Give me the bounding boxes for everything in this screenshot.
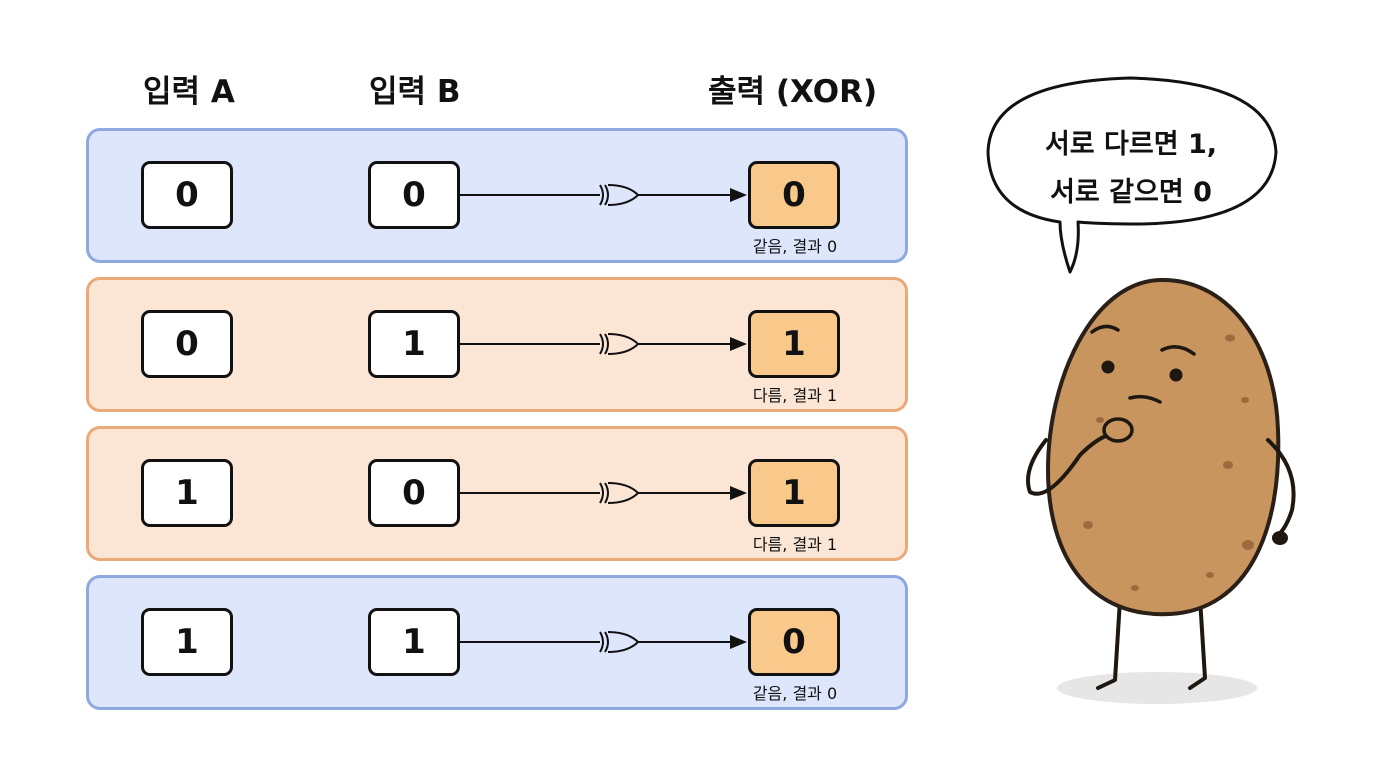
- right-eyebrow: [1160, 345, 1196, 356]
- xor-gate-icon: [460, 482, 747, 504]
- truth-row-3: 1 0 1 다름, 결과 1: [86, 426, 908, 561]
- potato-body: [1045, 277, 1281, 617]
- output-box: 1: [748, 310, 840, 378]
- ground-shadow: [1057, 672, 1257, 704]
- result-note: 같음, 결과 0: [752, 237, 838, 256]
- left-eyebrow: [1090, 324, 1120, 334]
- thinking-hand: [1102, 417, 1134, 443]
- xor-gate-icon: [460, 631, 747, 653]
- speech-line-1: 서로 다르면 1,: [1044, 129, 1218, 160]
- truth-row-1: 0 0 0 같음, 결과 0: [86, 128, 908, 263]
- output-box: 0: [748, 608, 840, 676]
- mouth: [1128, 394, 1162, 404]
- input-a-box: 1: [141, 608, 233, 676]
- input-b-box: 1: [368, 310, 460, 378]
- input-b-box: 0: [368, 459, 460, 527]
- left-leg: [1096, 598, 1122, 690]
- input-a-box: 0: [141, 310, 233, 378]
- result-note: 다름, 결과 1: [752, 386, 838, 405]
- truth-row-2: 0 1 1 다름, 결과 1: [86, 277, 908, 412]
- thinking-arm: [1026, 433, 1110, 496]
- speech-line-2: 서로 같으면 0: [1050, 177, 1212, 208]
- output-box: 1: [748, 459, 840, 527]
- right-leg: [1188, 596, 1207, 690]
- header-input-a: 입력 A: [143, 74, 235, 110]
- result-note: 다름, 결과 1: [752, 535, 838, 554]
- input-a-box: 1: [141, 459, 233, 527]
- input-a-box: 0: [141, 161, 233, 229]
- input-b-box: 0: [368, 161, 460, 229]
- truth-row-4: 1 1 0 같음, 결과 0: [86, 575, 908, 710]
- xor-gate-icon: [460, 184, 747, 206]
- result-note: 같음, 결과 0: [752, 684, 838, 703]
- potato-character: [1026, 277, 1296, 704]
- speech-bubble: [986, 76, 1278, 274]
- input-b-box: 1: [368, 608, 460, 676]
- left-eye: [1101, 360, 1115, 374]
- header-input-b: 입력 B: [369, 74, 461, 110]
- xor-gate-icon: [460, 333, 747, 355]
- output-box: 0: [748, 161, 840, 229]
- hip-hand: [1272, 531, 1288, 545]
- header-output: 출력 (XOR): [708, 74, 878, 110]
- right-eye: [1169, 368, 1183, 382]
